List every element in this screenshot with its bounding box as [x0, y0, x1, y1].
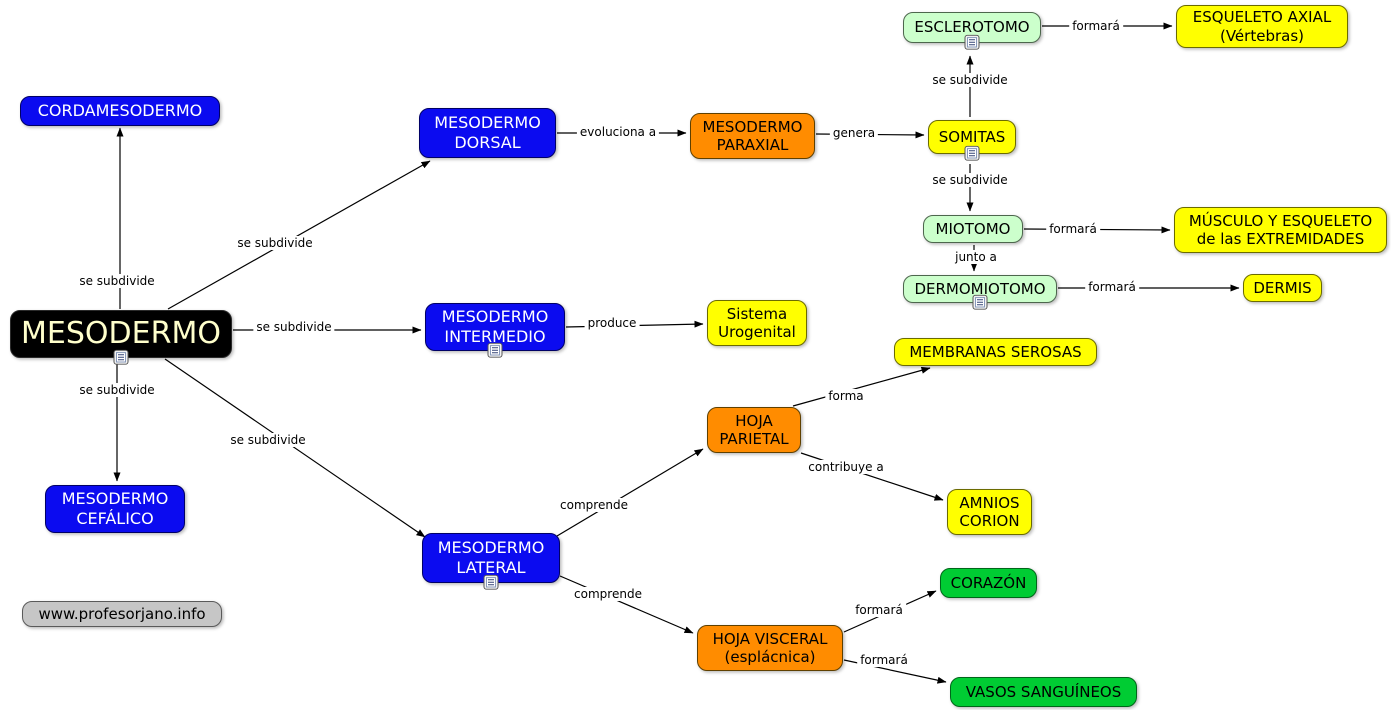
- node-corazon[interactable]: CORAZÓN: [940, 568, 1037, 598]
- edge-label-dermomiotomo-to-dermis: formará: [1085, 280, 1139, 294]
- node-label: ESCLEROTOMO: [914, 18, 1030, 37]
- edge-label-hoja-parietal-to-membranas-serosas: forma: [825, 389, 867, 403]
- node-label: HOJA PARIETAL: [719, 411, 789, 448]
- edge-label-somitas-to-miotomo: se subdivide: [929, 173, 1011, 187]
- node-label: MESODERMO LATERAL: [437, 538, 545, 577]
- node-label: MESODERMO DORSAL: [434, 113, 541, 152]
- node-label: www.profesorjano.info: [38, 604, 206, 623]
- node-mesodermo[interactable]: MESODERMO: [10, 310, 232, 365]
- edge-label-mesodermo-lateral-to-hoja-visceral: comprende: [571, 587, 645, 601]
- edge-line-mesodermo-lateral-to-hoja-visceral: [559, 575, 694, 634]
- edge-line-hoja-parietal-to-membranas-serosas: [792, 366, 931, 407]
- node-label: MESODERMO: [21, 315, 221, 351]
- node-somitas[interactable]: SOMITAS: [928, 120, 1016, 161]
- edge-label-miotomo-to-dermomiotomo: junto a: [952, 250, 1000, 264]
- edge-label-mesodermo-to-mesodermo-lateral: se subdivide: [227, 433, 309, 447]
- edge-label-mesodermo-to-mesodermo-dorsal: se subdivide: [234, 236, 316, 250]
- edge-label-esclerotomo-to-esqueleto-axial: formará: [1069, 19, 1123, 33]
- node-vasos-sanguineos[interactable]: VASOS SANGUÍNEOS: [950, 677, 1137, 707]
- node-cordamesodermo[interactable]: CORDAMESODERMO: [20, 96, 220, 126]
- node-mesodermo-paraxial[interactable]: MESODERMO PARAXIAL: [690, 113, 815, 159]
- node-musculo-esqueleto[interactable]: MÚSCULO Y ESQUELETO de las EXTREMIDADES: [1174, 207, 1387, 253]
- node-label: MIOTOMO: [935, 219, 1011, 238]
- node-mesodermo-intermedio[interactable]: MESODERMO INTERMEDIO: [425, 303, 565, 358]
- node-website[interactable]: www.profesorjano.info: [22, 601, 222, 627]
- resource-icon[interactable]: [483, 574, 499, 590]
- edge-label-mesodermo-to-mesodermo-intermedio: se subdivide: [253, 320, 335, 334]
- resource-icon[interactable]: [972, 294, 988, 310]
- node-hoja-visceral[interactable]: HOJA VISCERAL (esplácnica): [697, 625, 843, 671]
- node-label: MESODERMO INTERMEDIO: [441, 307, 549, 346]
- node-esclerotomo[interactable]: ESCLEROTOMO: [903, 12, 1041, 50]
- node-label: Sistema Urogenital: [718, 304, 796, 341]
- node-mesodermo-lateral[interactable]: MESODERMO LATERAL: [422, 533, 560, 590]
- resource-icon[interactable]: [487, 342, 503, 358]
- edge-label-mesodermo-intermedio-to-sistema-urogenital: produce: [584, 316, 640, 330]
- node-label: AMNIOS CORION: [959, 493, 1020, 530]
- node-label: MÚSCULO Y ESQUELETO de las EXTREMIDADES: [1188, 211, 1373, 248]
- edge-label-mesodermo-to-mesodermo-cefalico: se subdivide: [76, 383, 158, 397]
- node-label: DERMIS: [1253, 278, 1312, 297]
- node-label: MESODERMO PARAXIAL: [702, 117, 803, 154]
- edge-line-mesodermo-lateral-to-hoja-parietal: [556, 448, 704, 537]
- node-esqueleto-axial[interactable]: ESQUELETO AXIAL (Vértebras): [1176, 5, 1348, 48]
- node-dermomiotomo[interactable]: DERMOMIOTOMO: [903, 275, 1057, 310]
- edge-label-mesodermo-lateral-to-hoja-parietal: comprende: [557, 498, 631, 512]
- edge-label-mesodermo-to-cordamesodermo: se subdivide: [76, 274, 158, 288]
- resource-icon[interactable]: [113, 349, 129, 365]
- node-label: SOMITAS: [938, 127, 1006, 146]
- edge-label-mesodermo-paraxial-to-somitas: genera: [829, 126, 879, 140]
- edge-label-miotomo-to-musculo-esqueleto: formará: [1046, 222, 1100, 236]
- node-membranas-serosas[interactable]: MEMBRANAS SEROSAS: [894, 338, 1097, 366]
- node-miotomo[interactable]: MIOTOMO: [923, 215, 1023, 243]
- node-label: MEMBRANAS SEROSAS: [909, 342, 1082, 361]
- node-amnios-corion[interactable]: AMNIOS CORION: [947, 489, 1032, 535]
- node-label: HOJA VISCERAL (esplácnica): [712, 629, 828, 666]
- edge-label-hoja-visceral-to-corazon: formará: [852, 603, 906, 617]
- node-label: MESODERMO CEFÁLICO: [61, 489, 169, 528]
- node-hoja-parietal[interactable]: HOJA PARIETAL: [707, 407, 801, 453]
- edge-line-mesodermo-to-mesodermo-lateral: [164, 358, 426, 538]
- node-mesodermo-dorsal[interactable]: MESODERMO DORSAL: [419, 108, 556, 158]
- edge-line-mesodermo-to-mesodermo-dorsal: [167, 160, 431, 310]
- node-sistema-urogenital[interactable]: Sistema Urogenital: [707, 300, 807, 346]
- node-label: CORAZÓN: [950, 573, 1027, 592]
- resource-icon[interactable]: [964, 34, 980, 50]
- node-dermis[interactable]: DERMIS: [1243, 274, 1322, 302]
- node-label: DERMOMIOTOMO: [914, 279, 1046, 298]
- edge-label-somitas-to-esclerotomo: se subdivide: [929, 73, 1011, 87]
- edge-label-hoja-visceral-to-vasos-sanguineos: formará: [857, 653, 911, 667]
- edge-label-mesodermo-dorsal-to-mesodermo-paraxial: evoluciona a: [576, 125, 660, 139]
- resource-icon[interactable]: [964, 145, 980, 161]
- node-mesodermo-cefalico[interactable]: MESODERMO CEFÁLICO: [45, 485, 185, 533]
- node-label: VASOS SANGUÍNEOS: [965, 682, 1122, 701]
- node-label: CORDAMESODERMO: [37, 101, 203, 121]
- edge-label-hoja-parietal-to-amnios-corion: contribuye a: [805, 460, 887, 474]
- node-label: ESQUELETO AXIAL (Vértebras): [1192, 8, 1332, 45]
